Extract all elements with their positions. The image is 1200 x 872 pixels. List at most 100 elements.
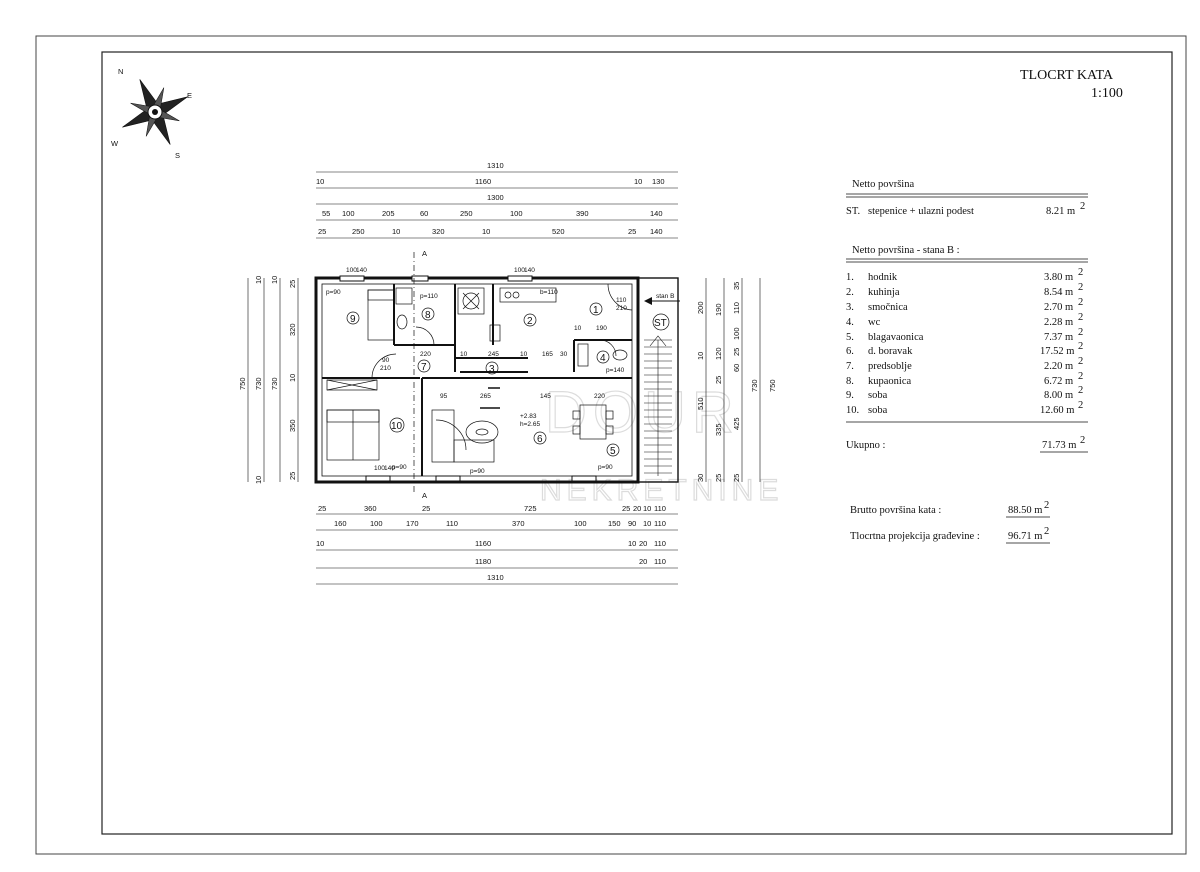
dim-left-2: 730	[270, 377, 279, 390]
row-7-value: 2.20 m	[1044, 361, 1073, 372]
dim-top-r4-1: 100	[342, 209, 355, 218]
inner-dim-8: 30	[560, 351, 568, 358]
dim-top-r2-2: 10	[634, 177, 642, 186]
row-6-sup: 2	[1078, 341, 1083, 352]
dim-bot-r2-8: 10	[643, 519, 651, 528]
dim-top-r4-3: 60	[420, 209, 428, 218]
row-1-n: 1.	[846, 272, 854, 283]
dim-bot-r1-7: 110	[654, 504, 666, 513]
room-6-label: 6	[537, 434, 543, 445]
room-area-rows: 1. hodnik 3.80 m 2 2. kuhinja 8.54 m 2 3…	[846, 267, 1083, 416]
dim-top-r5-2: 10	[392, 227, 400, 236]
inner-dim-3: 220	[420, 351, 431, 358]
projection-value: 96.71 m	[1008, 531, 1042, 542]
dim-left-0: 750	[238, 377, 247, 390]
dimension-labels-top: 1310 10 1160 10 130 1300 55 100 205 60 2…	[316, 161, 665, 236]
dim-right-2: 110	[732, 302, 741, 314]
inner-dim-18: 140	[356, 267, 367, 274]
door-p90-room9: p=90	[326, 289, 341, 296]
dimension-lines-top	[316, 171, 678, 239]
row-10-sup: 2	[1078, 400, 1083, 411]
inner-dim-22: 140	[384, 465, 395, 472]
room-9-label: 9	[350, 314, 356, 325]
section-marker-top: A	[422, 249, 427, 258]
dim-left-1: 730	[254, 377, 263, 390]
dim-right-0: 200	[696, 301, 705, 314]
row-2-value: 8.54 m	[1044, 287, 1073, 298]
dim-top-r5-4: 10	[482, 227, 490, 236]
inner-dim-9: 10	[574, 325, 582, 332]
st-name: stepenice + ulazni podest	[868, 206, 974, 217]
row-2-n: 2.	[846, 287, 854, 298]
total-value: 71.73 m	[1042, 440, 1076, 451]
entrance-arrow-icon	[644, 297, 680, 305]
dim-bot-r4-1: 20	[639, 557, 647, 566]
level-mark: +2.83	[520, 413, 537, 420]
floor-plan: A A 1 2 3 4 5 6 7 8 9 10 ST	[314, 249, 680, 500]
dim-bot-r1-1: 360	[364, 504, 377, 513]
row-4-value: 2.28 m	[1044, 317, 1073, 328]
row-4-n: 4.	[846, 317, 854, 328]
dim-right-6: 60	[732, 364, 741, 372]
row-8-name: kupaonica	[868, 376, 911, 387]
room-5-label: 5	[610, 446, 616, 457]
area-table: Netto površina ST. stepenice + ulazni po…	[846, 179, 1088, 544]
row-9-sup: 2	[1078, 385, 1083, 396]
door-p90-room6: p=90	[470, 468, 485, 475]
door-p90-room10: p=90	[392, 464, 407, 471]
row-6-name: d. boravak	[868, 346, 913, 357]
st-code: ST.	[846, 206, 860, 217]
room-4-label: 4	[600, 353, 606, 364]
dim-bot-r2-1: 100	[370, 519, 383, 528]
row-1-sup: 2	[1078, 267, 1083, 278]
inner-dim-10: 190	[596, 325, 607, 332]
dim-left-4: 320	[288, 323, 297, 336]
room-number-markers: 1 2 3 4 5 6 7 8 9 10 ST	[346, 302, 670, 457]
dim-top-r2-3: 130	[652, 177, 665, 186]
dim-bot-r1-6: 10	[643, 504, 651, 513]
row-1-value: 3.80 m	[1044, 272, 1073, 283]
dim-bot-r4-0: 1180	[475, 557, 491, 566]
sheet-title: TLOCRT KATA	[1020, 68, 1114, 83]
dim-top-r5-7: 140	[650, 227, 663, 236]
dim-top-r3-0: 1300	[487, 193, 504, 202]
dim-top-r5-6: 25	[628, 227, 636, 236]
door-p140: p=140	[606, 367, 625, 374]
row-4-sup: 2	[1078, 312, 1083, 323]
inner-dim-11: 110	[616, 297, 627, 304]
dim-top-r5-0: 25	[318, 227, 326, 236]
dim-bot-r3-2: 10	[628, 539, 636, 548]
row-8-value: 6.72 m	[1044, 376, 1073, 387]
dimension-labels-right: 200 190 110 35 25 100 60 120 10 25 510 7…	[696, 282, 777, 482]
row-2-sup: 2	[1078, 282, 1083, 293]
total-sup: 2	[1080, 435, 1085, 446]
door-p110: p=110	[420, 293, 438, 300]
row-2-name: kuhinja	[868, 287, 900, 298]
inner-frame	[101, 51, 1173, 835]
height-mark: h=2.65	[520, 421, 540, 428]
projection-sup: 2	[1044, 526, 1049, 537]
row-3-value: 2.70 m	[1044, 302, 1073, 313]
room-2-label: 2	[527, 316, 533, 327]
compass-n-label: N	[118, 67, 123, 76]
dim-left-9: 10	[254, 276, 263, 284]
inner-dim-14: 265	[480, 393, 491, 400]
dim-right-16: 25	[714, 474, 723, 482]
dim-bot-r1-3: 725	[524, 504, 537, 513]
row-5-name: blagavaonica	[868, 332, 924, 343]
dim-left-8: 25	[288, 472, 297, 480]
inner-dim-16: 220	[594, 393, 605, 400]
projection-label: Tlocrtna projekcija građevine :	[850, 531, 980, 542]
sheet-scale: 1:100	[1091, 86, 1123, 101]
dim-bot-r2-0: 160	[334, 519, 347, 528]
row-10-n: 10.	[846, 405, 859, 416]
row-9-value: 8.00 m	[1044, 390, 1073, 401]
inner-dim-19: 100	[514, 267, 525, 274]
inner-dim-21: 100	[374, 465, 385, 472]
brutto-label: Brutto površina kata :	[850, 505, 941, 516]
dimension-lines-right	[705, 278, 761, 482]
dim-top-r4-4: 250	[460, 209, 473, 218]
dim-top-r5-1: 250	[352, 227, 365, 236]
dim-right-4: 25	[732, 348, 741, 356]
dim-left-6: 350	[288, 419, 297, 432]
